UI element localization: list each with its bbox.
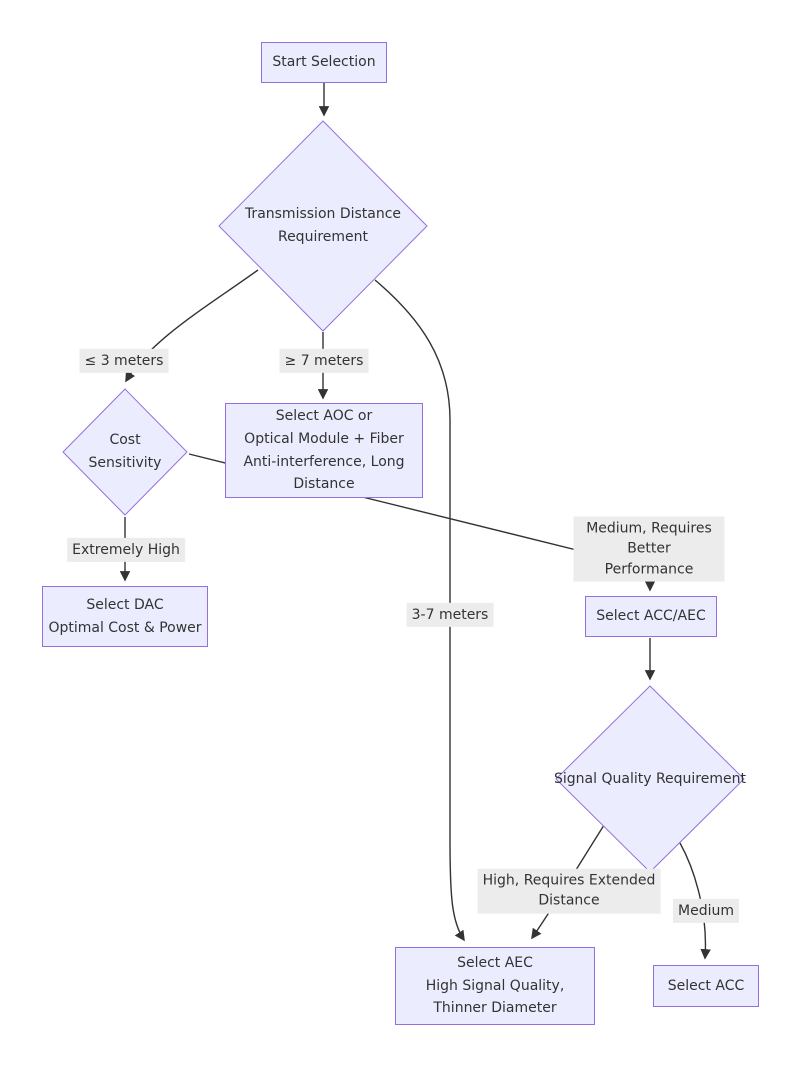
edge-label-extremely-high: Extremely High	[67, 537, 185, 563]
diamond-shape	[218, 120, 428, 332]
edge-label-medium: Medium	[673, 898, 739, 924]
node-select-aec-label: Select AEC High Signal Quality, Thinner …	[425, 954, 565, 1017]
edge-label-le-3-meters: ≤ 3 meters	[79, 348, 169, 374]
node-cost-sensitivity: Cost Sensitivity	[62, 388, 188, 516]
diamond-shape	[62, 388, 188, 516]
node-start-selection: Start Selection	[261, 42, 387, 83]
node-select-dac: Select DAC Optimal Cost & Power	[42, 586, 208, 647]
node-select-aoc-label: Select AOC or Optical Module + Fiber Ant…	[243, 408, 405, 493]
node-select-aec: Select AEC High Signal Quality, Thinner …	[395, 947, 595, 1025]
edge-label-3-7-meters: 3-7 meters	[406, 602, 494, 628]
node-signal-quality-requirement-label: Signal Quality Requirement	[554, 770, 746, 787]
edge-distance-to-aec	[374, 279, 465, 942]
node-select-acc-aec: Select ACC/AEC	[585, 596, 717, 637]
node-transmission-distance-requirement: Transmission Distance Requirement	[218, 120, 428, 332]
edge-label-medium-requires-better-performance: Medium, Requires Better Performance	[573, 516, 725, 582]
node-select-aoc: Select AOC or Optical Module + Fiber Ant…	[225, 403, 423, 498]
node-cost-sensitivity-label: Cost Sensitivity	[88, 432, 162, 471]
edge-label-ge-7-meters: ≥ 7 meters	[279, 348, 369, 374]
node-select-acc: Select ACC	[653, 965, 759, 1007]
node-select-acc-aec-label: Select ACC/AEC	[596, 608, 706, 625]
edge-signal-to-acc	[679, 842, 711, 960]
node-transmission-distance-requirement-label: Transmission Distance Requirement	[244, 206, 402, 245]
node-select-acc-label: Select ACC	[667, 977, 745, 994]
node-select-dac-label: Select DAC Optimal Cost & Power	[48, 596, 202, 636]
edge-label-high-requires-extended-distance: High, Requires Extended Distance	[477, 868, 661, 914]
node-signal-quality-requirement: Signal Quality Requirement	[554, 685, 746, 873]
node-start-selection-label: Start Selection	[272, 54, 376, 71]
